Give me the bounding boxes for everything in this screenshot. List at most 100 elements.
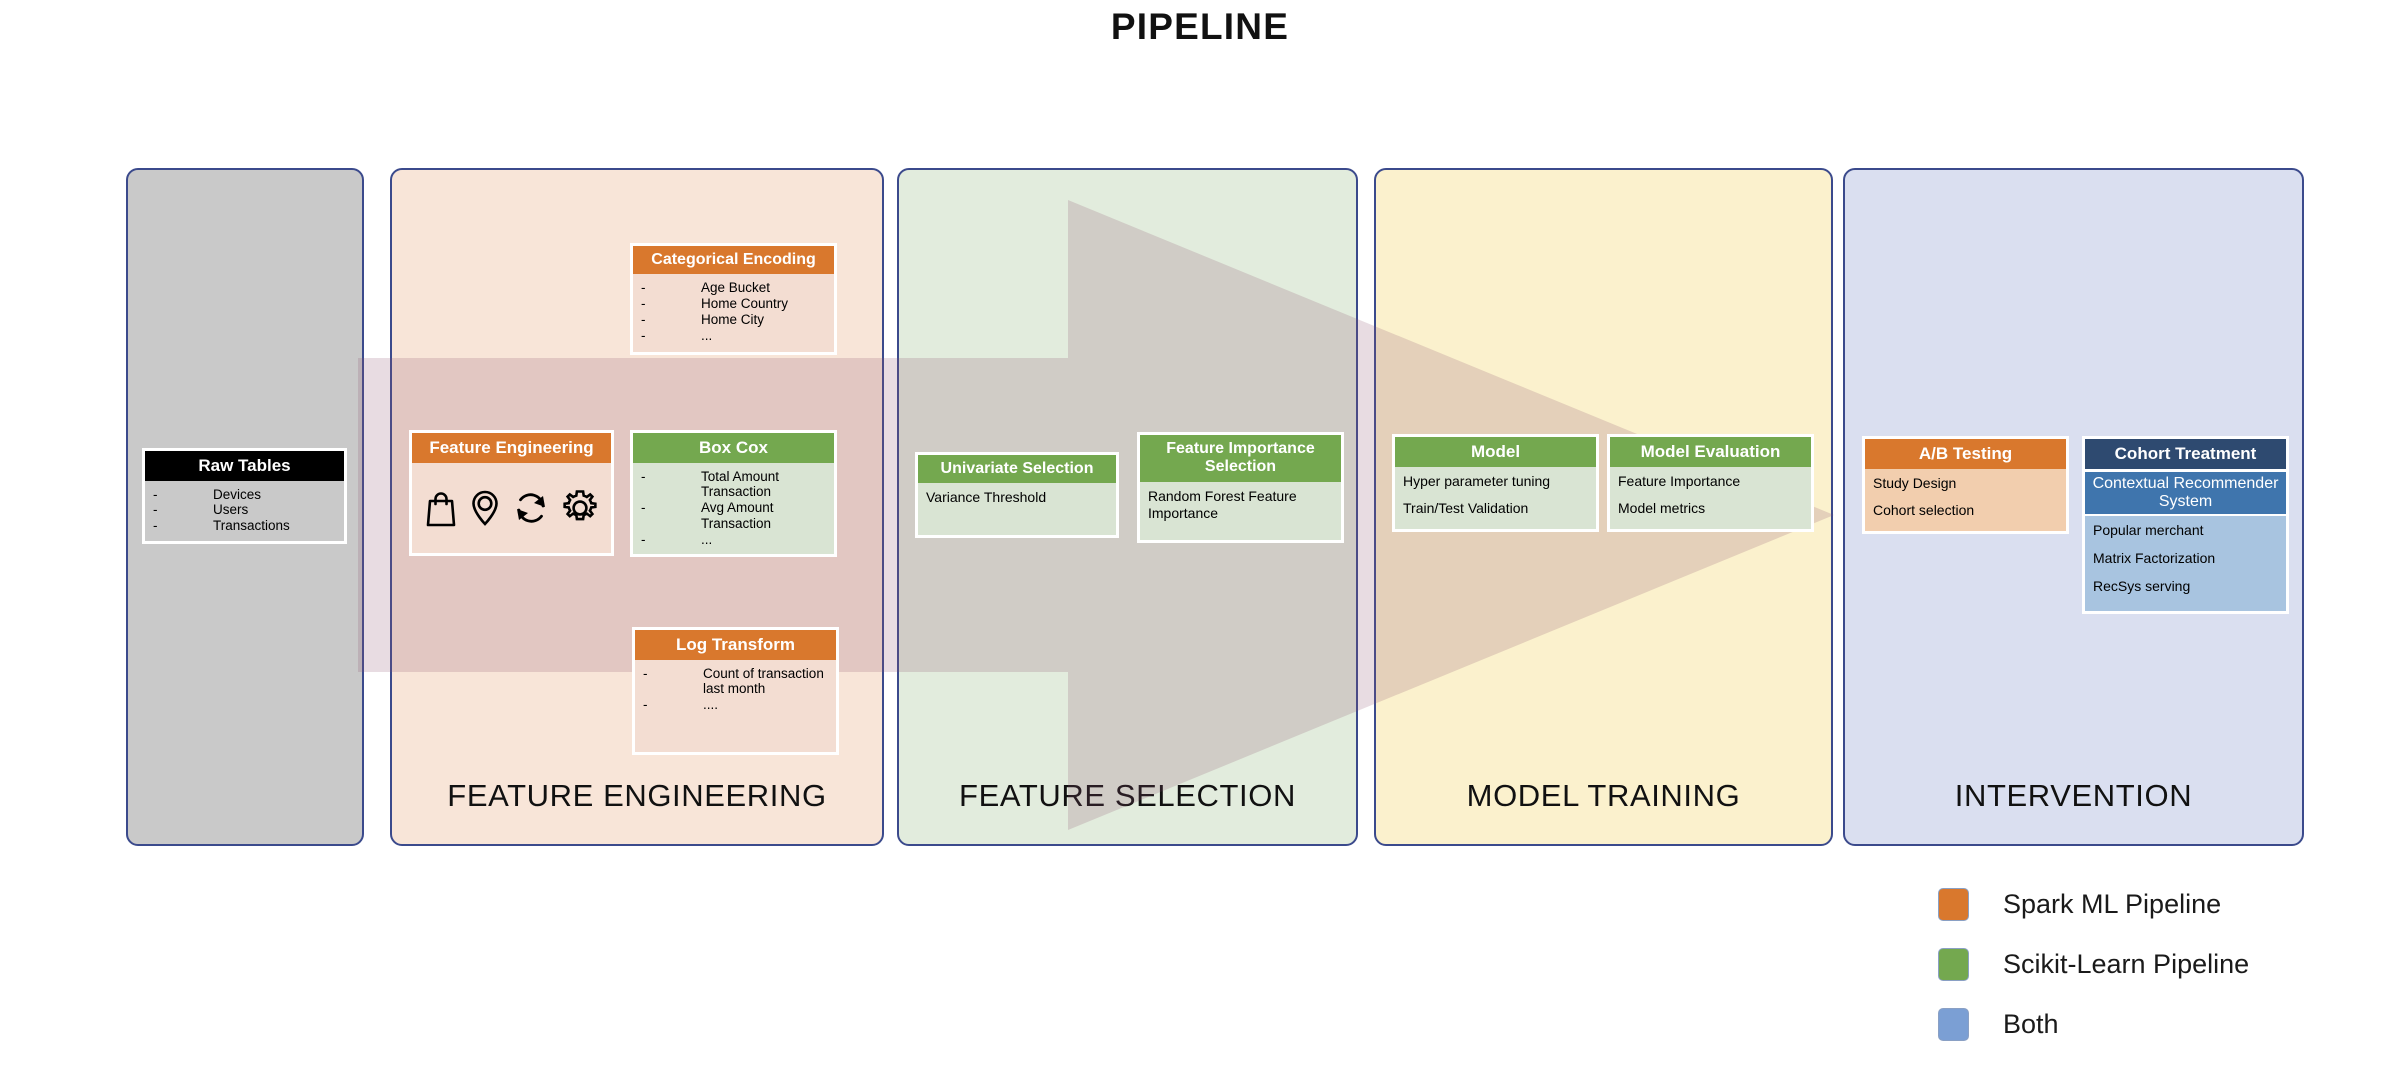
legend-label-spark: Spark ML Pipeline (2003, 888, 2222, 919)
bullet-dash: - (641, 328, 646, 344)
page-title: PIPELINE (1110, 6, 1290, 47)
list-item: Feature Importance (1618, 472, 1741, 489)
card-cohort-treatment-subtitle: Contextual Recommender System (2085, 471, 2286, 515)
card-cohort-treatment-body: Popular merchant Matrix Factorization Re… (2085, 516, 2286, 612)
bullet-dash: - (641, 312, 646, 328)
card-univariate-selection[interactable]: Univariate Selection Variance Threshold (915, 452, 1119, 539)
list-item-label: Age Bucket (701, 280, 771, 296)
list-item: Popular merchant (2093, 522, 2204, 539)
list-item: Random Forest Feature Importance (1148, 487, 1297, 521)
legend-label-both: Both (2003, 1008, 2059, 1039)
list-item: Study Design (1873, 474, 1957, 491)
list-item: - Devices (153, 487, 336, 503)
list-item: - Users (153, 502, 336, 518)
legend-swatch-sklearn (1938, 947, 1969, 981)
list-item-label: Devices (213, 486, 262, 502)
bullet-dash: - (641, 296, 646, 312)
legend-swatch-both (1938, 1007, 1969, 1041)
shopping-bag-icon (426, 491, 455, 526)
bullet-dash: - (643, 697, 648, 713)
card-ab-testing[interactable]: A/B Testing Study Design Cohort selectio… (1862, 436, 2069, 534)
card-raw-tables[interactable]: Raw Tables - Devices - Users - Transactions (142, 448, 347, 544)
card-cohort-treatment[interactable]: Cohort Treatment Contextual Recommender … (2082, 436, 2289, 615)
card-raw-tables-title: Raw Tables (145, 451, 344, 481)
stage-label-feature-selection: FEATURE SELECTION (959, 778, 1296, 813)
list-item: Variance Threshold (926, 489, 1047, 506)
list-item-label: .... (703, 697, 719, 713)
card-model[interactable]: Model Hyper parameter tuning Train/Test … (1392, 434, 1599, 532)
list-item: - Transactions (153, 518, 336, 534)
raw-tables-list: - Devices - Users - Transactions (153, 487, 336, 535)
bullet-dash: - (153, 486, 158, 502)
card-log-transform-body: - Count of transaction last month -.... (635, 659, 836, 752)
legend-swatch-spark (1938, 887, 1969, 921)
bullet-dash: - (641, 280, 646, 296)
legend-label-sklearn: Scikit-Learn Pipeline (2003, 948, 2250, 979)
list-item: Matrix Factorization (2093, 550, 2216, 567)
card-box-cox-title: Box Cox (633, 433, 834, 463)
list-item: RecSys serving (2093, 577, 2191, 594)
list-item: - Home Country (641, 296, 826, 312)
card-model-evaluation-title: Model Evaluation (1610, 437, 1811, 467)
card-categorical-encoding-body: - Age Bucket - Home Country - Home City -..… (633, 274, 834, 353)
card-feature-engineering-title: Feature Engineering (412, 433, 611, 463)
list-item: Cohort selection (1873, 502, 1975, 519)
legend-item-sklearn: Scikit-Learn Pipeline (1938, 934, 2249, 994)
card-feature-engineering-body (412, 462, 611, 553)
legend-item-spark: Spark ML Pipeline (1938, 874, 2249, 934)
card-feature-importance-selection-body: Random Forest Feature Importance (1140, 481, 1341, 540)
bullet-dash: - (153, 518, 158, 534)
refresh-cycle-icon (516, 492, 545, 523)
list-item-label: Transactions (213, 518, 290, 534)
bullet-dash: - (641, 468, 646, 484)
stage-label-feature-engineering: FEATURE ENGINEERING (447, 778, 827, 813)
list-item: Hyper parameter tuning (1403, 472, 1551, 489)
bullet-dash: - (153, 502, 158, 518)
card-feature-importance-selection-title: Feature Importance Selection (1140, 435, 1341, 482)
bullet-dash: - (643, 665, 648, 681)
list-item: - Avg Amount Transaction (641, 500, 826, 532)
gear-icon (562, 489, 597, 520)
card-model-body: Hyper parameter tuning Train/Test Valida… (1395, 466, 1596, 529)
card-categorical-encoding[interactable]: Categorical Encoding - Age Bucket - Home C… (630, 243, 837, 356)
list-item: - Count of transaction last month (643, 666, 828, 698)
list-item-label: Home Country (701, 296, 789, 312)
box-cox-list: - Total Amount Transaction - Avg Amount Tr… (641, 469, 826, 549)
card-model-evaluation-body: Feature Importance Model metrics (1610, 466, 1811, 529)
list-item-label: Users (213, 502, 249, 518)
card-model-evaluation[interactable]: Model Evaluation Feature Importance Mode… (1607, 434, 1814, 532)
card-univariate-selection-body: Variance Threshold (918, 483, 1116, 536)
card-log-transform[interactable]: Log Transform - Count of transaction last… (632, 627, 839, 755)
stage-label-intervention: INTERVENTION (1954, 778, 2193, 813)
card-ab-testing-title: A/B Testing (1865, 439, 2066, 469)
list-item: - Age Bucket (641, 280, 826, 296)
bullet-dash: - (641, 532, 646, 548)
card-feature-importance-selection[interactable]: Feature Importance Selection Random Fore… (1137, 432, 1344, 543)
list-item: Model metrics (1618, 500, 1706, 517)
list-item-label: ... (701, 328, 713, 344)
card-univariate-selection-title: Univariate Selection (918, 455, 1116, 484)
list-item-label: Count of transaction last month (703, 665, 824, 697)
card-box-cox-body: - Total Amount Transaction - Avg Amount Tr… (633, 462, 834, 555)
list-item-label: Avg Amount Transaction (701, 500, 774, 532)
legend: Spark ML Pipeline Scikit-Learn Pipeline … (1938, 874, 2249, 1054)
card-model-title: Model (1395, 437, 1596, 467)
stage-label-model-training: MODEL TRAINING (1466, 778, 1741, 813)
card-categorical-encoding-title: Categorical Encoding (633, 246, 834, 275)
list-item: -.... (643, 697, 828, 713)
card-raw-tables-body: - Devices - Users - Transactions (145, 480, 344, 541)
list-item-label: Total Amount Transaction (701, 468, 780, 500)
legend-item-both: Both (1938, 994, 2249, 1054)
list-item-label: Home City (701, 312, 765, 328)
list-item: -... (641, 532, 826, 548)
categorical-encoding-list: - Age Bucket - Home Country - Home City -..… (641, 280, 826, 344)
card-box-cox[interactable]: Box Cox - Total Amount Transaction - Avg A… (630, 430, 837, 558)
list-item-label: ... (701, 532, 713, 548)
card-cohort-treatment-title: Cohort Treatment (2085, 439, 2286, 469)
card-feature-engineering[interactable]: Feature Engineering (409, 430, 614, 556)
location-pin-icon (471, 490, 498, 526)
card-log-transform-title: Log Transform (635, 630, 836, 660)
list-item: - Home City (641, 312, 826, 328)
bullet-dash: - (641, 500, 646, 516)
list-item: -... (641, 328, 826, 344)
